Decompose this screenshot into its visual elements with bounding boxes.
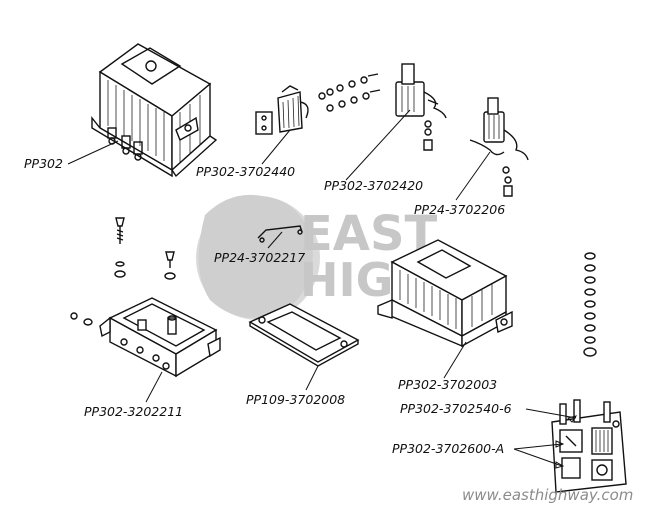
arrow-resistor-b	[555, 461, 565, 469]
terminal-block-drawing	[551, 399, 627, 493]
leader-base	[145, 371, 163, 403]
label-voltage-relay: PP302-3702420	[324, 178, 423, 193]
label-terminal-block: PP302-3702540-6	[400, 401, 512, 416]
leader-contact-spring-set	[261, 129, 291, 165]
leader-gasket	[305, 365, 319, 391]
leader-voltage-relay	[345, 109, 411, 181]
current-relay-drawing	[469, 97, 529, 197]
relay-regulator-assembly-drawing	[91, 43, 218, 178]
leader-cover	[443, 341, 467, 379]
label-cover: PP302-3702003	[398, 377, 497, 392]
leader-resistor-b	[513, 448, 563, 467]
arrow-terminal-block	[567, 415, 578, 423]
label-gasket: PP109-3702008	[246, 392, 345, 407]
watermark-site-url: www.easthighway.com	[462, 486, 633, 504]
label-resistor-assembly: PP302-3702600-A	[392, 441, 504, 456]
bracket-wire-drawing	[257, 225, 303, 243]
leader-resistor-a	[513, 443, 563, 450]
label-relay-regulator-assembly: PP302	[24, 156, 63, 171]
base-drawing	[99, 297, 221, 378]
leader-relay-regulator-assembly	[67, 140, 119, 165]
label-base: PP302-3202211	[84, 404, 183, 419]
gasket-drawing	[248, 303, 360, 367]
watermark-splash	[198, 194, 313, 318]
washer-stack-drawing	[583, 252, 597, 357]
cover-drawing	[377, 239, 513, 348]
voltage-relay-drawing	[395, 63, 447, 151]
screw-hardware-drawing	[70, 217, 176, 326]
arrow-resistor-a	[555, 440, 565, 448]
leader-terminal-block	[525, 408, 577, 419]
label-bracket-wire: PP24-3702217	[214, 250, 305, 265]
label-contact-spring-set: PP302-3702440	[196, 164, 295, 179]
leader-bracket-wire	[267, 231, 283, 249]
leader-current-relay	[455, 151, 491, 201]
label-current-relay: PP24-3702206	[414, 202, 505, 217]
contact-spring-set-drawing	[255, 73, 381, 135]
